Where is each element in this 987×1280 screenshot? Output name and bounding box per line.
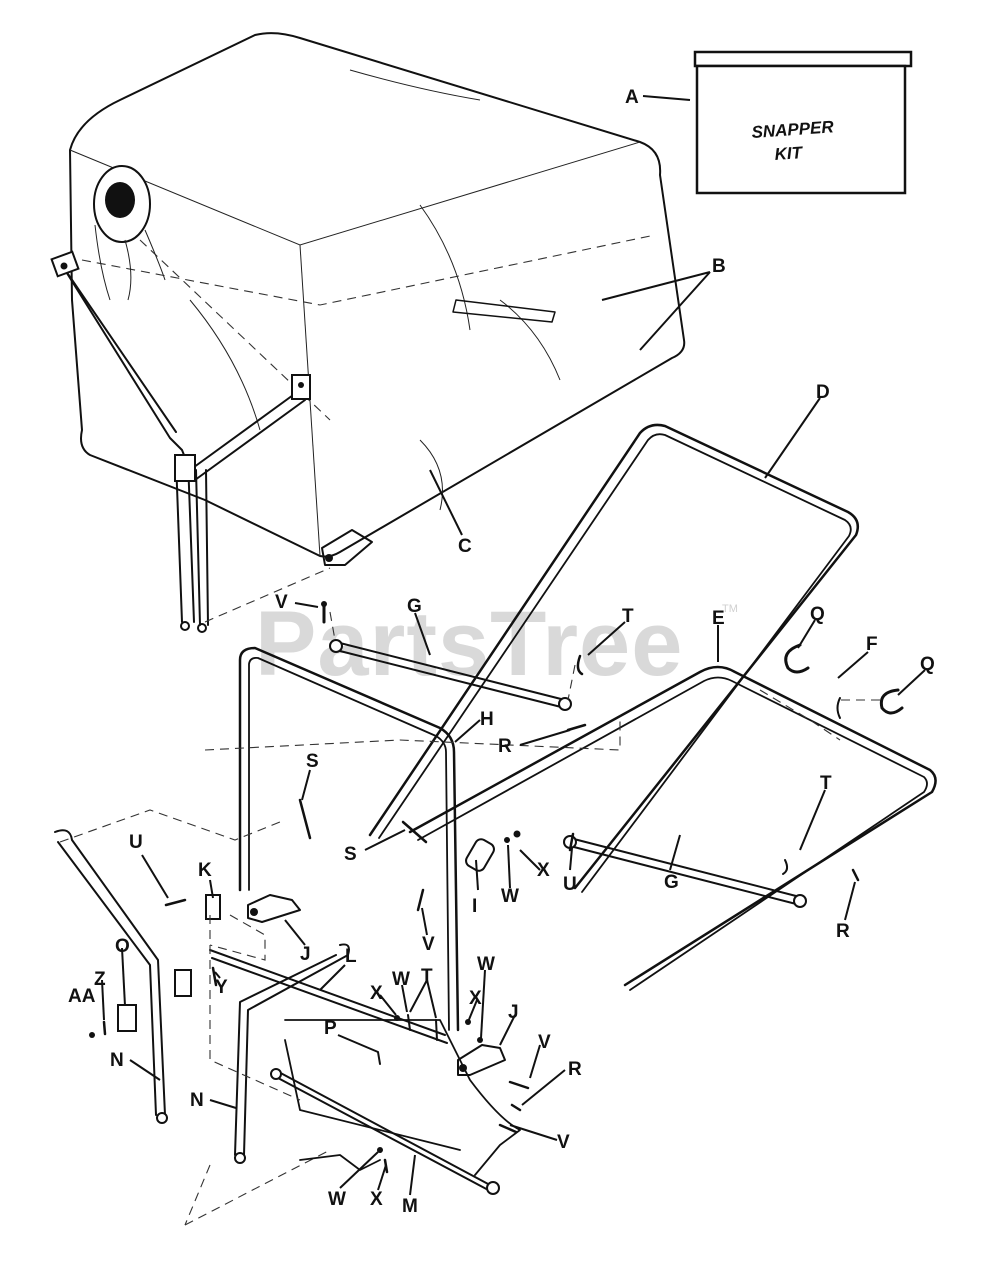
callout-aa: AA	[68, 986, 96, 1007]
clip-q-upper	[784, 643, 810, 674]
bracket-o	[117, 1004, 137, 1032]
bag-frame-side	[50, 250, 373, 633]
callout-y: Y	[215, 977, 228, 998]
callout-n-left: N	[110, 1050, 124, 1071]
callout-q-upper: Q	[810, 604, 825, 625]
callout-m: M	[402, 1196, 418, 1217]
callout-w-bottom: W	[328, 1189, 346, 1210]
callout-w-mid: W	[392, 969, 410, 990]
callout-k: K	[198, 860, 212, 881]
watermark-tm: TM	[722, 603, 738, 615]
rod-n-left	[54, 829, 168, 1124]
callout-v-top: V	[275, 592, 288, 613]
callout-s-lower: S	[344, 844, 357, 865]
callout-t-upper: T	[622, 606, 634, 627]
callout-r-lower: R	[836, 921, 850, 942]
callout-n-right: N	[190, 1090, 204, 1111]
callout-v-mid: V	[422, 934, 435, 955]
callout-b: B	[712, 256, 726, 277]
bracket-k	[205, 894, 221, 920]
callout-g-lower: G	[664, 872, 679, 893]
callout-i: I	[472, 896, 477, 917]
clip-q-lower	[879, 688, 904, 715]
snapper-kit-box: SNAPPER KIT	[693, 50, 913, 195]
watermark-text: PartsTree	[255, 593, 683, 695]
kit-line-2: KIT	[774, 143, 804, 164]
callout-h: H	[480, 709, 494, 730]
callout-w-upper: W	[501, 886, 519, 907]
callout-x-right: X	[469, 988, 482, 1009]
callout-x-upper: X	[537, 860, 550, 881]
hardware	[89, 601, 860, 1174]
construction-lines	[59, 611, 880, 961]
callout-x-bottom: X	[370, 1189, 383, 1210]
callout-labels: A B C D E F G G H I J J K L M N N O P Q …	[68, 87, 935, 1217]
rod-n-right	[234, 943, 350, 1164]
callout-g-upper: G	[407, 596, 422, 617]
callout-v-right: V	[538, 1032, 551, 1053]
callout-l: L	[345, 946, 357, 967]
callout-x-mid: X	[370, 983, 383, 1004]
frame-d	[368, 423, 859, 893]
callout-o: O	[115, 936, 130, 957]
rod-g-lower	[563, 835, 807, 908]
callout-t-lower: T	[421, 966, 433, 987]
base-tray	[184, 915, 521, 1226]
callout-j-upper: J	[300, 944, 311, 965]
callout-q-lower: Q	[920, 654, 935, 675]
frame-h	[238, 646, 460, 1032]
callout-s-upper: S	[306, 751, 319, 772]
rod-g-upper	[329, 639, 572, 711]
bracket-o-mount	[174, 969, 192, 997]
callout-r-upper: R	[498, 736, 512, 757]
leader-lines	[101, 95, 926, 1196]
callout-t-right: T	[820, 773, 832, 794]
callout-a: A	[625, 87, 639, 108]
callout-u-left: U	[129, 832, 143, 853]
callout-j-lower: J	[508, 1002, 519, 1023]
callout-v-bottom: V	[557, 1132, 570, 1153]
plate-i	[465, 838, 495, 872]
callout-d: D	[816, 382, 830, 403]
rod-m	[270, 1068, 500, 1195]
callout-r-bottom: R	[568, 1059, 582, 1080]
callout-c: C	[458, 536, 472, 557]
callout-z: Z	[94, 969, 106, 990]
callout-p: P	[324, 1018, 337, 1039]
callout-f: F	[866, 634, 878, 655]
bracket-j-upper	[247, 894, 301, 923]
frame-e	[408, 665, 937, 991]
callout-u-right: U	[563, 874, 577, 895]
callout-e: E	[712, 608, 725, 629]
grass-bag	[69, 32, 686, 558]
callout-w-right: W	[477, 954, 495, 975]
